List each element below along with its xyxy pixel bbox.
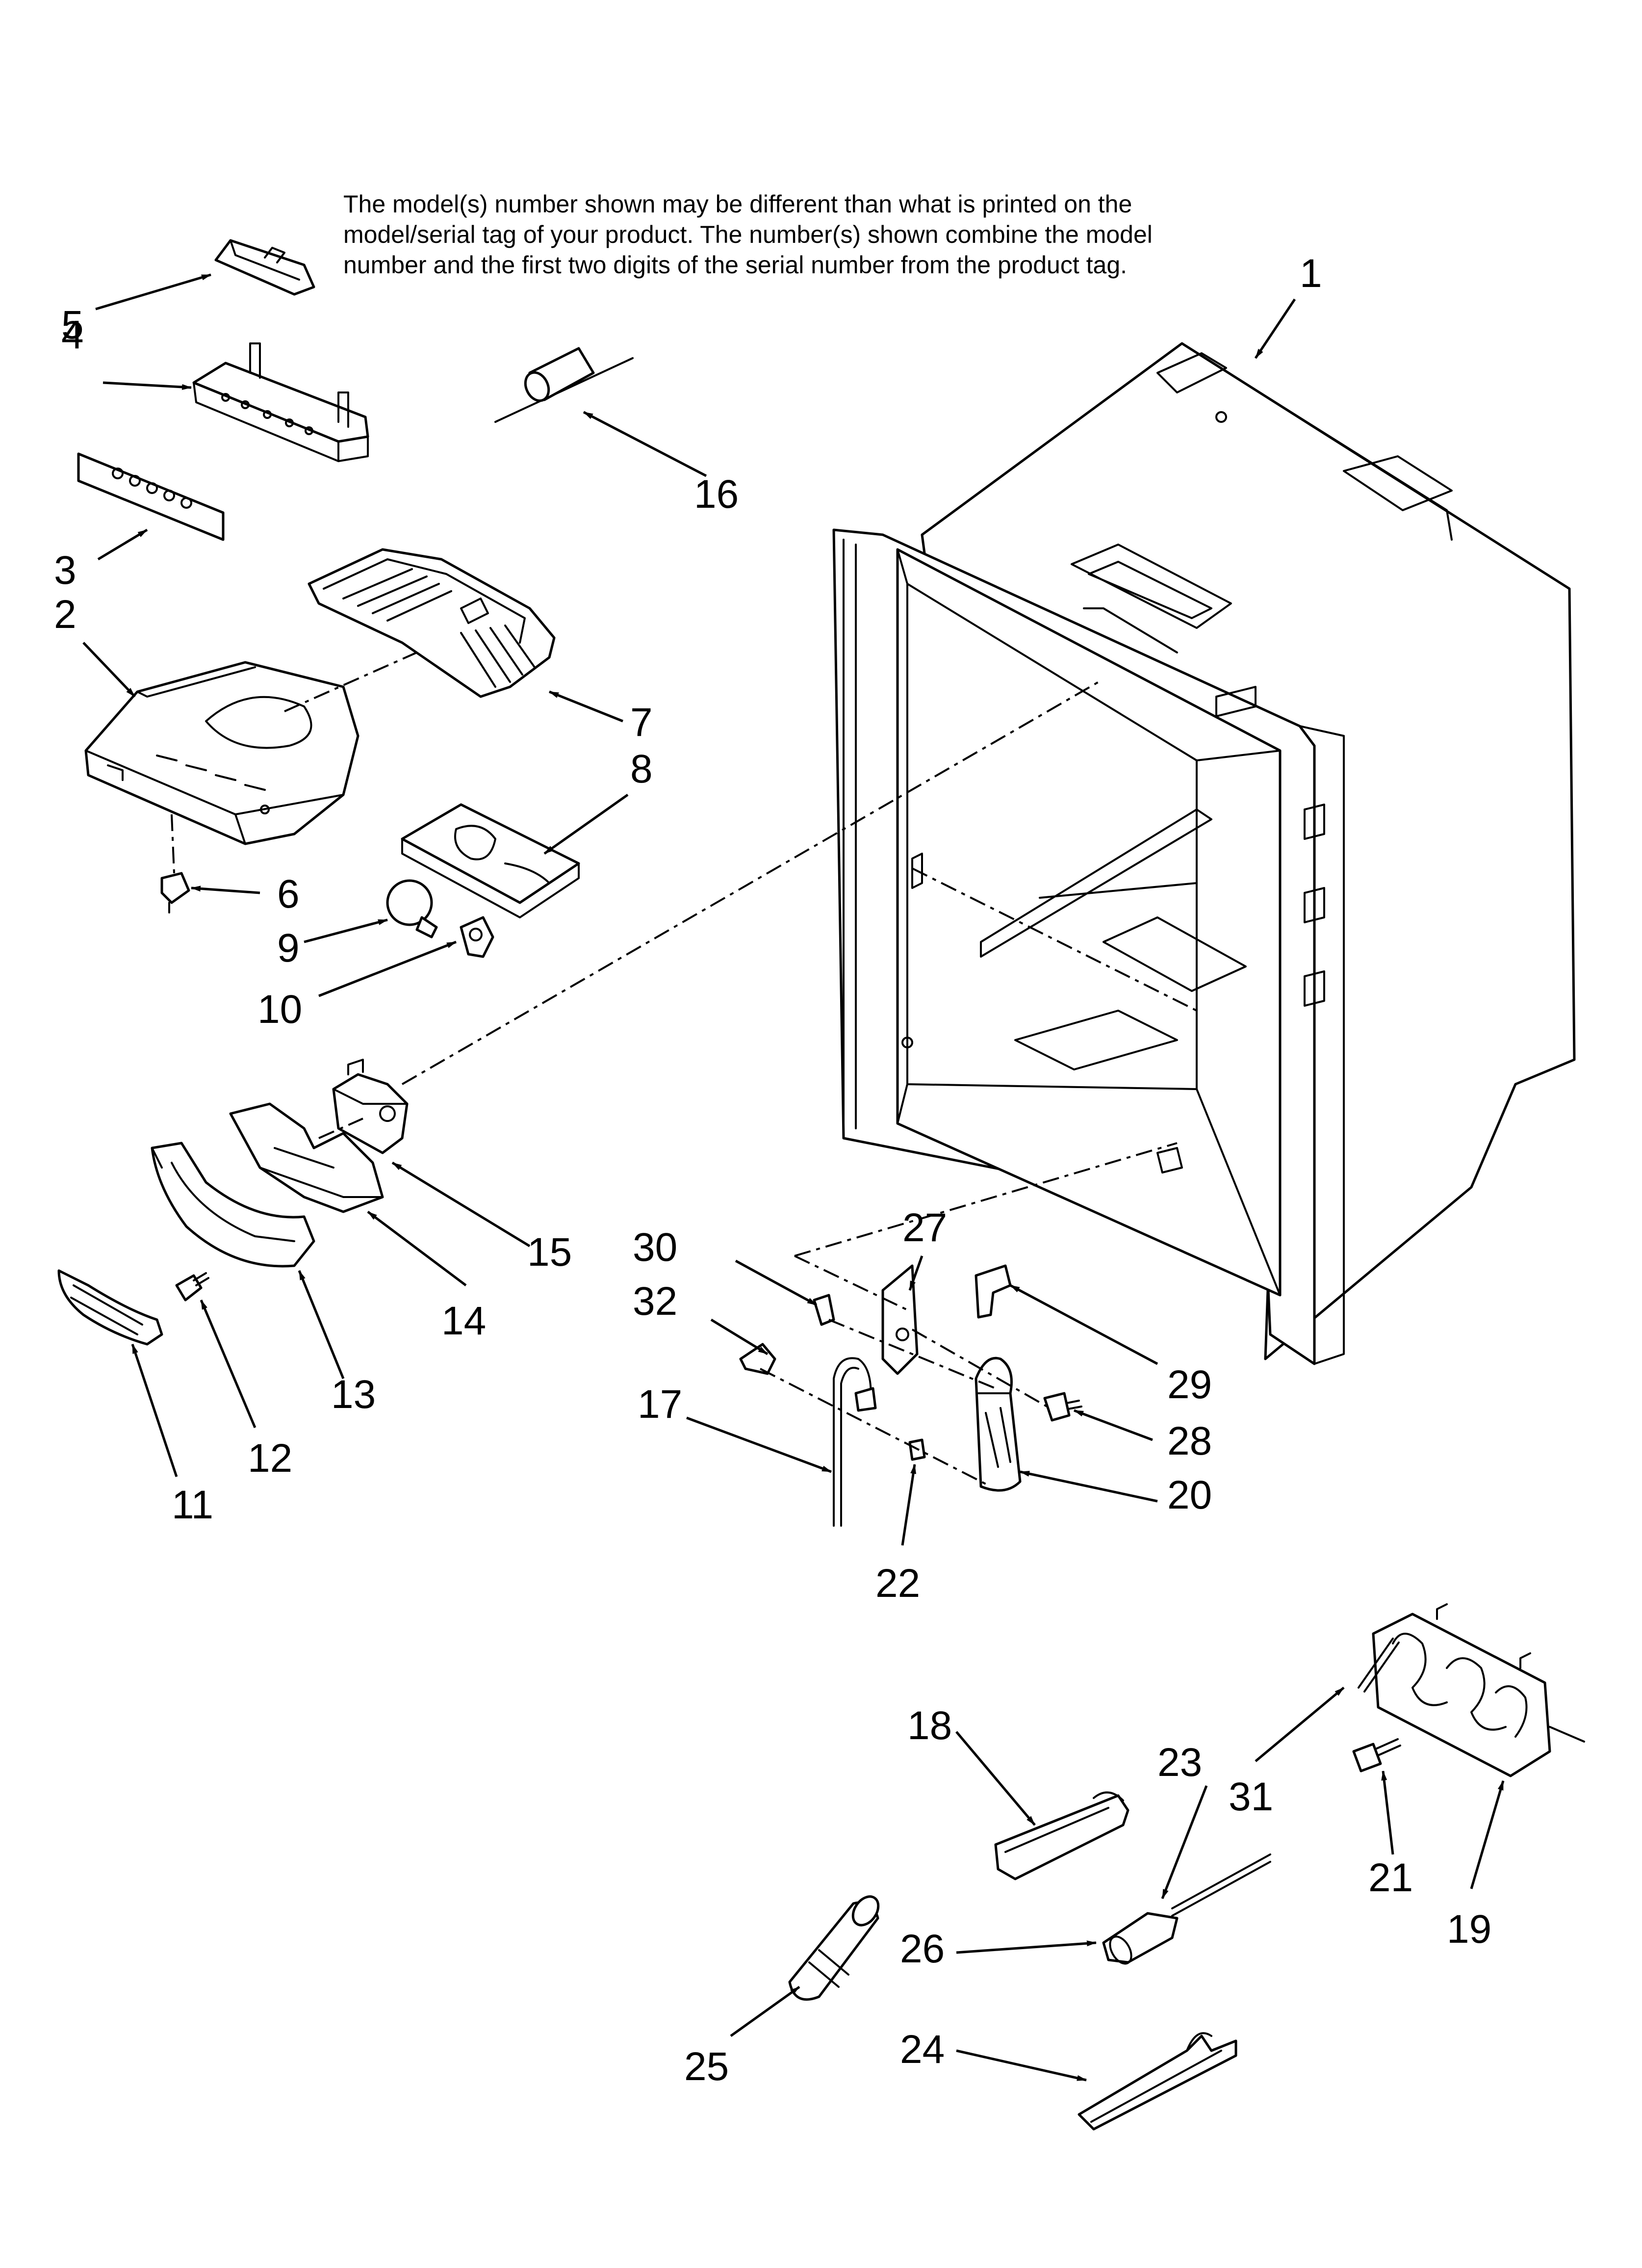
part-1-liner — [832, 342, 1576, 1365]
note-line-3: number and the first two digits of the s… — [343, 251, 1128, 279]
callout-21: 21 — [1368, 1855, 1413, 1900]
callout-3: 3 — [54, 548, 77, 593]
part-21 — [1352, 1738, 1401, 1773]
part-29 — [975, 1264, 1012, 1319]
part-9 — [386, 879, 438, 938]
callout-numbers: 1 2 3 4 5 6 7 8 9 10 11 12 13 14 15 16 1… — [54, 251, 1491, 2089]
callout-20: 20 — [1167, 1473, 1212, 1517]
callout-10: 10 — [257, 987, 302, 1032]
part-3 — [77, 452, 225, 541]
callout-1: 1 — [1300, 251, 1322, 296]
part-5 — [214, 239, 315, 296]
callout-17: 17 — [638, 1382, 682, 1427]
callout-26: 26 — [900, 1927, 945, 1971]
model-number-note: The model(s) number shown may be differe… — [343, 189, 1422, 280]
callout-11: 11 — [172, 1483, 213, 1527]
part-15 — [332, 1059, 409, 1154]
callout-32: 32 — [633, 1279, 677, 1324]
part-26 — [1102, 1912, 1179, 1965]
callout-8: 8 — [630, 747, 653, 791]
part-17 — [833, 1357, 877, 1527]
part-23 — [1171, 1853, 1271, 1917]
part-28 — [1043, 1392, 1082, 1422]
part-31 — [1358, 1638, 1400, 1693]
callout-2: 2 — [54, 592, 77, 637]
part-4 — [192, 342, 369, 462]
part-12 — [175, 1272, 209, 1302]
callout-30: 30 — [633, 1225, 677, 1270]
callout-24: 24 — [900, 2027, 945, 2072]
callout-28: 28 — [1167, 1419, 1212, 1463]
callout-4: 4 — [61, 313, 84, 357]
callout-9: 9 — [277, 926, 300, 970]
part-13 — [151, 1142, 315, 1268]
callout-29: 29 — [1167, 1362, 1212, 1407]
part-25 — [788, 1895, 880, 2001]
part-2 — [84, 661, 359, 845]
callout-6: 6 — [277, 872, 300, 916]
note-line-2: model/serial tag of your product. The nu… — [343, 221, 1153, 248]
part-10 — [460, 916, 494, 958]
note-line-1: The model(s) number shown may be differe… — [343, 190, 1132, 218]
callout-12: 12 — [248, 1436, 292, 1481]
part-14 — [229, 1102, 384, 1213]
callout-25: 25 — [684, 2044, 729, 2089]
part-19 — [1372, 1603, 1585, 1777]
callout-7: 7 — [630, 700, 653, 745]
callout-19: 19 — [1447, 1907, 1491, 1952]
part-6 — [160, 872, 190, 913]
callout-5: 5 — [61, 303, 84, 347]
part-24 — [1078, 2032, 1237, 2131]
callout-31: 31 — [1229, 1774, 1273, 1819]
callout-22: 22 — [875, 1561, 920, 1606]
callout-27: 27 — [902, 1205, 947, 1250]
callout-16: 16 — [694, 472, 739, 517]
part-16 — [494, 347, 634, 423]
part-27 — [881, 1264, 919, 1375]
callout-13: 13 — [331, 1372, 376, 1417]
part-7 — [308, 548, 556, 698]
callout-15: 15 — [527, 1230, 572, 1275]
alignment-lines — [171, 652, 1197, 1487]
callout-23: 23 — [1157, 1740, 1202, 1785]
callout-18: 18 — [907, 1703, 952, 1748]
callout-14: 14 — [441, 1299, 486, 1343]
part-18 — [994, 1791, 1129, 1880]
leader-lines — [82, 273, 1505, 2082]
part-30 — [813, 1294, 835, 1326]
part-8 — [401, 803, 580, 918]
part-11 — [57, 1269, 163, 1346]
part-20 — [975, 1357, 1022, 1492]
